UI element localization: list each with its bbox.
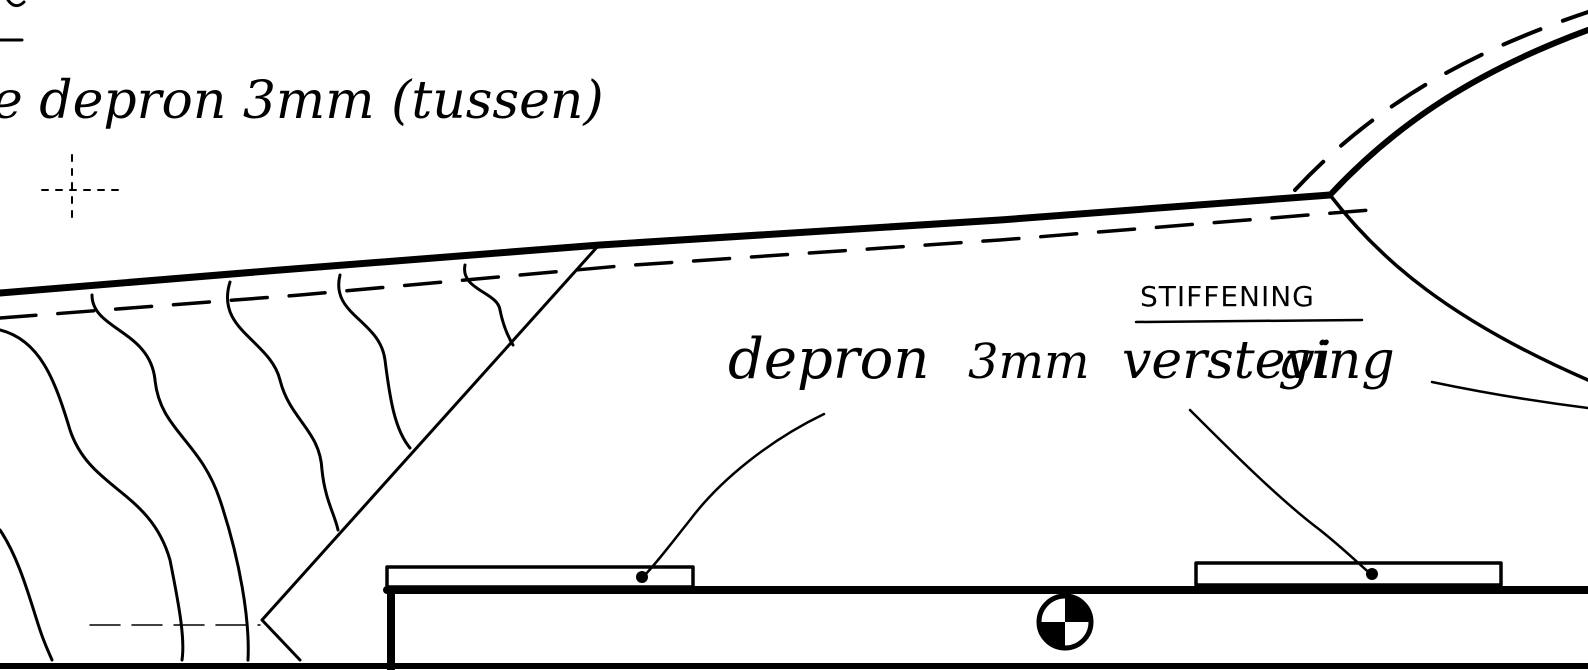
- top-note-label: e depron 3mm (tussen): [0, 71, 604, 131]
- center-of-gravity-icon: [1036, 593, 1094, 651]
- corner-stroke: [0, 0, 26, 42]
- wavy-lines: [0, 263, 515, 662]
- leader-dot-right: [1366, 568, 1378, 580]
- dashed-inner-line: [0, 208, 1372, 320]
- main-label-tail: ging: [1278, 331, 1395, 391]
- main-label-depron: depron: [728, 327, 929, 392]
- leader-dot-left: [636, 571, 648, 583]
- upper-curve-dashed: [1293, 10, 1588, 192]
- diagonal-line: [260, 244, 600, 662]
- lower-right-curve: [1328, 193, 1588, 382]
- main-label-size: 3mm: [968, 334, 1090, 390]
- right-edge-stroke: [1430, 380, 1588, 410]
- main-label-verst: verstevi: [1122, 331, 1331, 391]
- leading-edge-line: [0, 191, 1334, 297]
- leader-line-left: [640, 412, 826, 580]
- center-cross-mark: [41, 154, 121, 226]
- leader-line-right: [1188, 408, 1374, 577]
- stiffening-underline: [1134, 318, 1364, 324]
- upper-curve-thick: [1327, 27, 1588, 198]
- stiffener-plate-right: [1194, 561, 1503, 587]
- stiffening-label: STIFFENING: [1140, 280, 1315, 313]
